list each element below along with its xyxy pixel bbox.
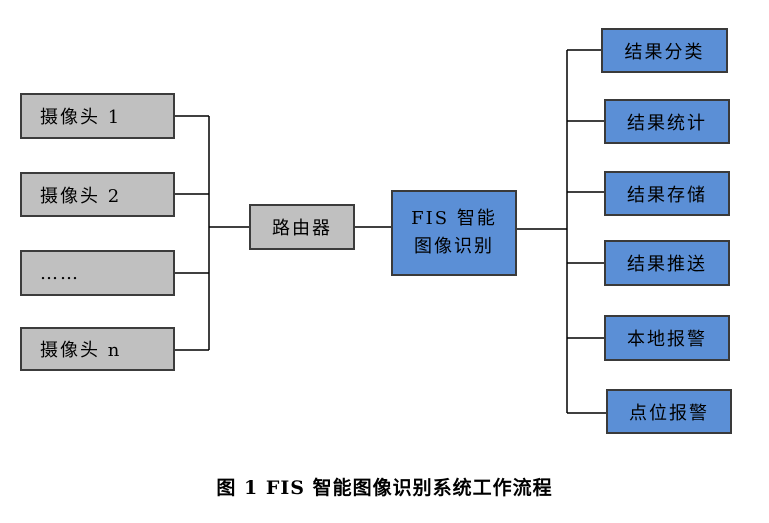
output-push-label: 结果推送: [627, 254, 707, 275]
camera-2-box: 摄像头 2: [20, 172, 175, 217]
fis-recognition-box: FIS 智能 图像识别: [391, 190, 517, 276]
figure-caption: 图 1 FIS 智能图像识别系统工作流程: [216, 477, 553, 499]
camera-1-box: 摄像头 1: [20, 93, 175, 139]
camera-n-box: 摄像头 n: [20, 327, 175, 371]
camera-2-label: 摄像头 2: [40, 185, 122, 207]
router-label: 路由器: [272, 218, 332, 239]
fis-recognition-line1: FIS 智能: [411, 208, 497, 229]
output-local-alarm-label: 本地报警: [627, 329, 707, 350]
camera-ellipsis-label: ……: [40, 262, 80, 284]
output-push-box: 结果推送: [604, 240, 730, 286]
output-point-alarm-box: 点位报警: [606, 389, 732, 434]
output-local-alarm-box: 本地报警: [604, 315, 730, 361]
camera-1-label: 摄像头 1: [40, 107, 122, 128]
output-point-alarm-label: 点位报警: [629, 402, 709, 424]
camera-ellipsis-box: ……: [20, 250, 175, 296]
fis-recognition-line2: 图像识别: [414, 236, 494, 257]
camera-n-label: 摄像头 n: [40, 340, 122, 361]
output-classification-label: 结果分类: [624, 41, 705, 63]
output-classification-box: 结果分类: [601, 28, 728, 73]
output-storage-box: 结果存储: [604, 171, 730, 216]
output-statistics-label: 结果统计: [627, 112, 707, 134]
router-box: 路由器: [249, 204, 355, 250]
output-storage-label: 结果存储: [627, 184, 707, 206]
output-statistics-box: 结果统计: [604, 99, 730, 144]
